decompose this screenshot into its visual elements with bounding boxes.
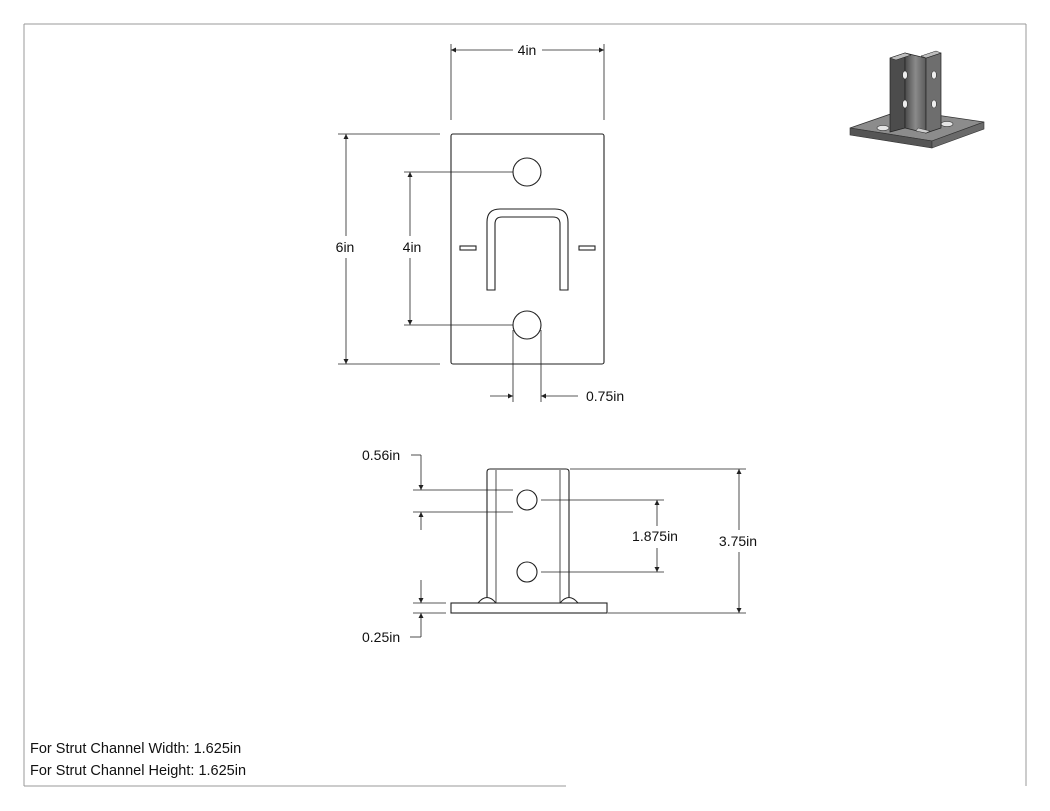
post-upper-hole — [516, 489, 538, 511]
base-plate-outline — [450, 133, 605, 365]
left-slot-mark — [459, 245, 477, 251]
post-lower-hole — [516, 561, 538, 583]
overall-height-dimension: 3.75in — [719, 533, 757, 549]
top-hole-offset-dimension: 0.56in — [362, 447, 400, 463]
hole-spacing-dimension: 4in — [403, 239, 422, 255]
channel-height-note: For Strut Channel Height: 1.625in — [30, 763, 246, 779]
isometric-view — [849, 50, 985, 149]
right-slot-mark — [578, 245, 596, 251]
front-view: 0.56in 1.875in 3.75in 0.25in — [362, 447, 757, 645]
top-view: 4in 6in 4in 0.75in — [336, 42, 625, 404]
channel-post-section — [486, 208, 569, 291]
plate-thickness-dimension: 0.25in — [362, 629, 400, 645]
bottom-mounting-hole — [512, 310, 542, 340]
left-weld — [476, 596, 498, 604]
hole-diameter-dimension: 0.75in — [586, 388, 624, 404]
sheet-border — [23, 23, 1027, 787]
plate-width-dimension: 4in — [518, 42, 537, 58]
plate-height-dimension: 6in — [336, 239, 355, 255]
side-hole-spacing-dimension: 1.875in — [632, 528, 678, 544]
front-base-plate — [450, 602, 608, 614]
right-weld — [558, 596, 580, 604]
channel-width-note: For Strut Channel Width: 1.625in — [30, 741, 241, 757]
front-post — [486, 468, 570, 604]
top-mounting-hole — [512, 157, 542, 187]
